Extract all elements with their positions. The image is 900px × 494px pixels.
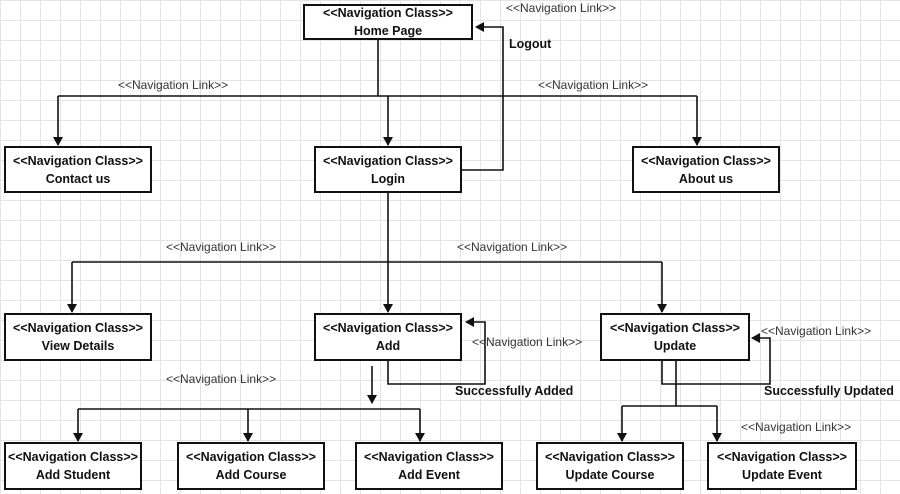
edge-add-self-loop [387,317,486,385]
label-nav-link-right1: <<Navigation Link>> [538,78,649,92]
label-nav-link-update-self: <<Navigation Link>> [761,324,872,338]
label-nav-link-update-children: <<Navigation Link>> [741,420,852,434]
node-name: Update [653,339,697,353]
node-name: Login [370,171,405,186]
label-nav-link-top: <<Navigation Link>> [506,1,617,15]
edge-logout [462,22,504,171]
node-stereotype: <<Navigation Class>> [8,450,138,464]
label-successfully-updated: Successfully Updated [764,384,894,398]
node-contact-us: <<Navigation Class>> Contact us [4,146,152,193]
node-stereotype: <<Navigation Class>> [364,450,494,464]
label-logout: Logout [509,37,552,51]
node-update-event: <<Navigation Class>> Update Event [707,442,857,490]
label-nav-link-left1: <<Navigation Link>> [118,78,229,92]
label-nav-link-add-children: <<Navigation Link>> [166,372,277,386]
node-stereotype: <<Navigation Class>> [13,321,143,335]
node-add-student: <<Navigation Class>> Add Student [4,442,142,490]
node-stereotype: <<Navigation Class>> [323,321,453,335]
node-home-page: <<Navigation Class>> Home Page [303,4,473,40]
node-add-course: <<Navigation Class>> Add Course [177,442,325,490]
node-update-course: <<Navigation Class>> Update Course [536,442,684,490]
node-name: Home Page [353,24,423,38]
node-stereotype: <<Navigation Class>> [323,6,453,20]
node-name: Contact us [45,171,111,186]
node-login: <<Navigation Class>> Login [314,146,462,193]
node-name: Update Course [565,468,655,482]
node-stereotype: <<Navigation Class>> [610,321,740,335]
node-stereotype: <<Navigation Class>> [186,450,316,464]
node-name: Update Event [742,468,822,482]
node-name: Add Event [398,468,460,482]
node-name: Add [375,339,401,353]
node-stereotype: <<Navigation Class>> [323,153,453,168]
edge-update-self-loop [661,333,771,385]
label-nav-link-add-self: <<Navigation Link>> [472,335,583,349]
node-view-details: <<Navigation Class>> View Details [4,313,152,361]
node-stereotype: <<Navigation Class>> [545,450,675,464]
node-add-event: <<Navigation Class>> Add Event [355,442,503,490]
node-update: <<Navigation Class>> Update [600,313,750,361]
label-nav-link-left2: <<Navigation Link>> [166,240,277,254]
node-name: Add Student [35,468,111,482]
node-name: Add Course [215,468,287,482]
node-name: About us [678,171,734,186]
node-add: <<Navigation Class>> Add [314,313,462,361]
label-successfully-added: Successfully Added [455,384,574,398]
node-stereotype: <<Navigation Class>> [13,153,143,168]
node-stereotype: <<Navigation Class>> [717,450,847,464]
label-nav-link-right2: <<Navigation Link>> [457,240,568,254]
node-stereotype: <<Navigation Class>> [641,153,771,168]
node-name: View Details [41,339,115,353]
node-about-us: <<Navigation Class>> About us [632,146,780,193]
